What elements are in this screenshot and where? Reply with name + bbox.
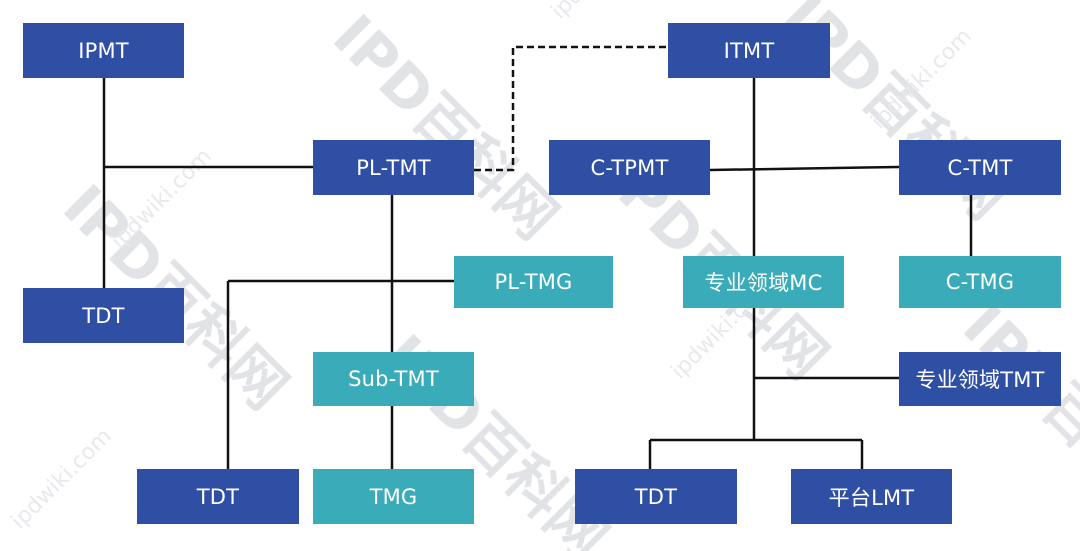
node-domain-mc-label: 专业领域MC — [704, 271, 823, 295]
node-platform-lmt-label: 平台LMT — [828, 485, 915, 510]
node-domain-mc: 专业领域MC — [683, 256, 844, 308]
node-pl-tmt-label: PL-TMT — [356, 155, 431, 180]
watermark-url-5: ipdwiki.com — [7, 424, 117, 534]
connector-pl-tmt-to-itmt-dashed — [474, 45, 668, 172]
node-c-tmt: C-TMT — [899, 140, 1061, 195]
node-ipmt: IPMT — [23, 23, 184, 78]
watermark-logo-2: IPD百科网 — [320, 2, 570, 252]
node-itmt: ITMT — [668, 23, 830, 78]
node-pl-tmg: PL-TMG — [454, 256, 613, 308]
node-itmt-label: ITMT — [723, 38, 775, 63]
watermark-url-2: ipdwiki.com — [547, 0, 657, 24]
node-domain-tmt-label: 专业领域TMT — [915, 368, 1045, 392]
node-tdt-right-label: TDT — [634, 484, 678, 509]
node-c-tpmt: C-TPMT — [549, 140, 710, 195]
node-tdt-mid: TDT — [137, 469, 299, 524]
node-tdt-left-label: TDT — [82, 303, 125, 328]
node-pl-tmt: PL-TMT — [313, 140, 474, 195]
node-pl-tmg-label: PL-TMG — [494, 270, 573, 294]
node-c-tpmt-label: C-TPMT — [590, 155, 669, 180]
svg-text:ipdwiki.com: ipdwiki.com — [547, 0, 657, 24]
watermark-logo-5: IPD百科网 — [950, 292, 1080, 542]
connector-c-tpmt-to-c-tmt — [709, 165, 900, 172]
node-tmg-label: TMG — [369, 484, 418, 509]
svg-text:IPD百科网: IPD百科网 — [950, 292, 1080, 542]
node-c-tmg-label: C-TMG — [945, 270, 1015, 294]
node-ipmt-label: IPMT — [78, 38, 129, 63]
node-tdt-right: TDT — [575, 469, 737, 524]
node-sub-tmt-label: Sub-TMT — [348, 367, 439, 391]
node-tdt-left: TDT — [23, 288, 184, 343]
connector-layer — [102, 45, 973, 469]
svg-text:ipdwiki.com: ipdwiki.com — [7, 424, 117, 534]
node-domain-tmt: 专业领域TMT — [899, 352, 1061, 406]
node-sub-tmt: Sub-TMT — [313, 352, 474, 406]
svg-text:IPD百科网: IPD百科网 — [320, 2, 570, 252]
node-tdt-mid-label: TDT — [196, 484, 240, 509]
node-platform-lmt: 平台LMT — [791, 469, 952, 524]
node-c-tmt-label: C-TMT — [947, 155, 1013, 180]
node-tmg: TMG — [313, 469, 474, 524]
node-c-tmg: C-TMG — [899, 256, 1061, 308]
